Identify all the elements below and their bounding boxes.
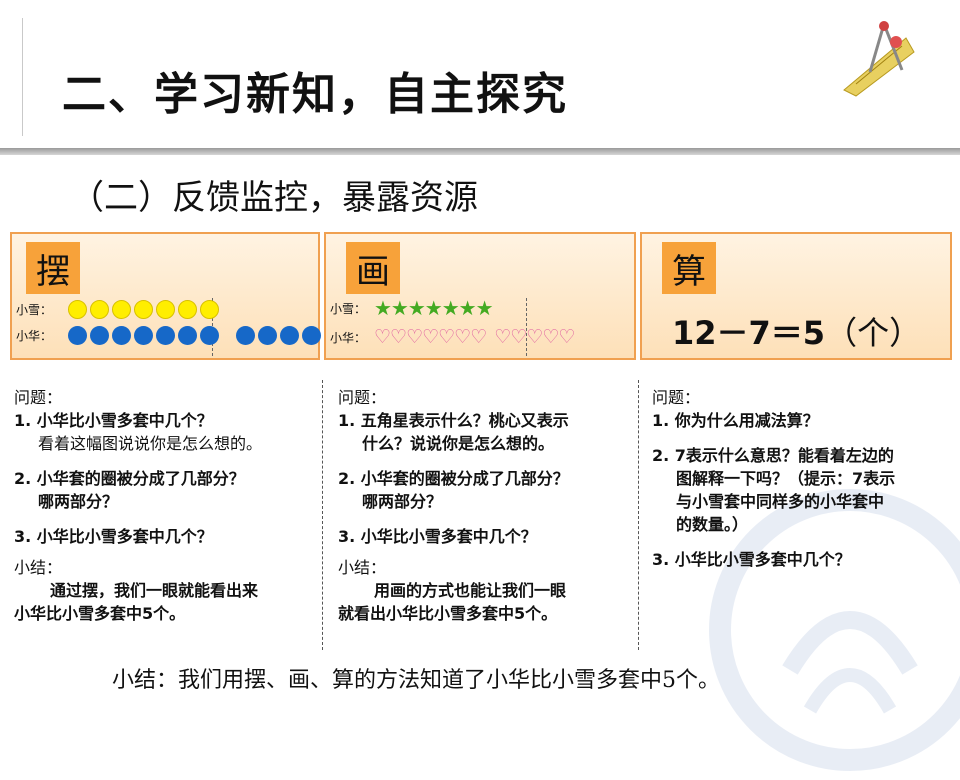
yellow-circle-icon bbox=[156, 300, 175, 319]
question-item: 3. 小华比小雪多套中几个？ bbox=[652, 550, 851, 569]
row-xiaoxue: 小雪： bbox=[16, 300, 222, 319]
page-subtitle: （二）反馈监控，暴露资源 bbox=[70, 178, 478, 218]
column-hua-questions: 问题： 1. 五角星表示什么？桃心又表示 什么？说说你是怎么想的。 2. 小华套… bbox=[338, 386, 634, 625]
row-xiaohua: 小华： bbox=[16, 326, 346, 345]
page-title: 二、学习新知，自主探究 bbox=[62, 69, 568, 120]
summary-line: 就看出小华比小雪多套中5个。 bbox=[338, 604, 558, 623]
yellow-circle-icon bbox=[134, 300, 153, 319]
final-summary: 小结：我们用摆、画、算的方法知道了小华比小雪多套中5个。 bbox=[112, 668, 720, 693]
question-title: 问题： bbox=[338, 388, 387, 407]
blue-circle-icon bbox=[258, 326, 277, 345]
summary-line: 用画的方式也能让我们一眼 bbox=[374, 581, 567, 600]
question-item: 1. 小华比小雪多套中几个？ bbox=[14, 411, 213, 430]
question-item: 哪两部分？ bbox=[362, 492, 443, 511]
title-divider bbox=[0, 148, 960, 155]
blue-circle-icon bbox=[302, 326, 321, 345]
panel-badge-suan: 算 bbox=[662, 242, 716, 294]
yellow-circle-icon bbox=[68, 300, 87, 319]
heart-icons-left: ♡♡♡♡♡♡♡ bbox=[374, 326, 487, 348]
blue-circle-icon bbox=[236, 326, 255, 345]
summary-title: 小结： bbox=[14, 558, 63, 577]
blue-circle-icon bbox=[280, 326, 299, 345]
yellow-circle-icon bbox=[90, 300, 109, 319]
question-item: 的数量。） bbox=[676, 515, 749, 534]
blue-circle-icon bbox=[90, 326, 109, 345]
yellow-circle-icon bbox=[112, 300, 131, 319]
blue-circle-icon bbox=[68, 326, 87, 345]
column-separator bbox=[638, 380, 639, 650]
question-title: 问题： bbox=[14, 388, 63, 407]
question-title: 问题： bbox=[652, 388, 701, 407]
panel-bai: 摆 小雪： 小华： bbox=[10, 232, 343, 360]
equation-expression: 12－7＝5 bbox=[672, 314, 826, 352]
question-item: 哪两部分？ bbox=[38, 492, 119, 511]
top-frame bbox=[0, 0, 960, 10]
column-suan-questions: 问题： 1. 你为什么用减法算？ 2. 7表示什么意思？能看着左边的 图解释一下… bbox=[652, 386, 952, 571]
question-item: 什么？说说你是怎么想的。 bbox=[362, 434, 555, 453]
summary-title: 小结： bbox=[338, 558, 387, 577]
label-xiaohua: 小华： bbox=[16, 329, 53, 343]
ruler-compass-logo-icon bbox=[843, 21, 915, 97]
question-item: 3. 小华比小雪多套中几个？ bbox=[14, 527, 213, 546]
blue-circle-icon bbox=[134, 326, 153, 345]
column-separator bbox=[322, 380, 323, 650]
row-xiaoxue-stars: 小雪： ★★★★★★★ bbox=[330, 296, 494, 320]
blue-circle-icon bbox=[156, 326, 175, 345]
label-xiaohua: 小华： bbox=[330, 330, 367, 345]
heart-icons-right: ♡♡♡♡♡ bbox=[494, 326, 575, 348]
summary-line: 小华比小雪多套中5个。 bbox=[14, 604, 186, 623]
question-item: 1. 你为什么用减法算？ bbox=[652, 411, 819, 430]
panel-badge-bai: 摆 bbox=[26, 242, 80, 294]
blue-circle-icon bbox=[200, 326, 219, 345]
yellow-circle-icon bbox=[178, 300, 197, 319]
yellow-circles bbox=[68, 300, 222, 319]
equation-unit: （个） bbox=[825, 314, 922, 352]
question-item: 1. 五角星表示什么？桃心又表示 bbox=[338, 411, 569, 430]
panel-badge-hua: 画 bbox=[346, 242, 400, 294]
blue-circle-icon bbox=[178, 326, 197, 345]
question-item: 图解释一下吗？（提示：7表示 bbox=[676, 469, 896, 488]
row-xiaohua-hearts: 小华： ♡♡♡♡♡♡♡ ♡♡♡♡♡ bbox=[330, 326, 575, 348]
summary-line: 通过摆，我们一眼就能看出来 bbox=[50, 581, 259, 600]
panel-hua: 画 小雪： ★★★★★★★ 小华： ♡♡♡♡♡♡♡ ♡♡♡♡♡ bbox=[324, 232, 636, 360]
question-item: 看着这幅图说说你是怎么想的。 bbox=[38, 434, 263, 453]
label-xiaoxue: 小雪： bbox=[330, 301, 367, 316]
yellow-circle-icon bbox=[200, 300, 219, 319]
question-item: 与小雪套中同样多的小华套中 bbox=[676, 492, 885, 511]
blue-circles-left bbox=[68, 326, 222, 345]
question-item: 3. 小华比小雪多套中几个？ bbox=[338, 527, 537, 546]
divider-dashed bbox=[526, 298, 527, 356]
panel-suan: 算 12－7＝5（个） bbox=[640, 232, 952, 360]
label-xiaoxue: 小雪： bbox=[16, 303, 53, 317]
star-icons: ★★★★★★★ bbox=[374, 296, 494, 320]
question-item: 2. 小华套的圈被分成了几部分？ bbox=[338, 469, 569, 488]
column-bai-questions: 问题： 1. 小华比小雪多套中几个？ 看着这幅图说说你是怎么想的。 2. 小华套… bbox=[14, 386, 314, 625]
question-item: 2. 小华套的圈被分成了几部分？ bbox=[14, 469, 245, 488]
equation: 12－7＝5（个） bbox=[672, 308, 921, 354]
question-item: 2. 7表示什么意思？能看着左边的 bbox=[652, 446, 894, 465]
blue-circle-icon bbox=[112, 326, 131, 345]
left-accent-line bbox=[22, 18, 23, 136]
